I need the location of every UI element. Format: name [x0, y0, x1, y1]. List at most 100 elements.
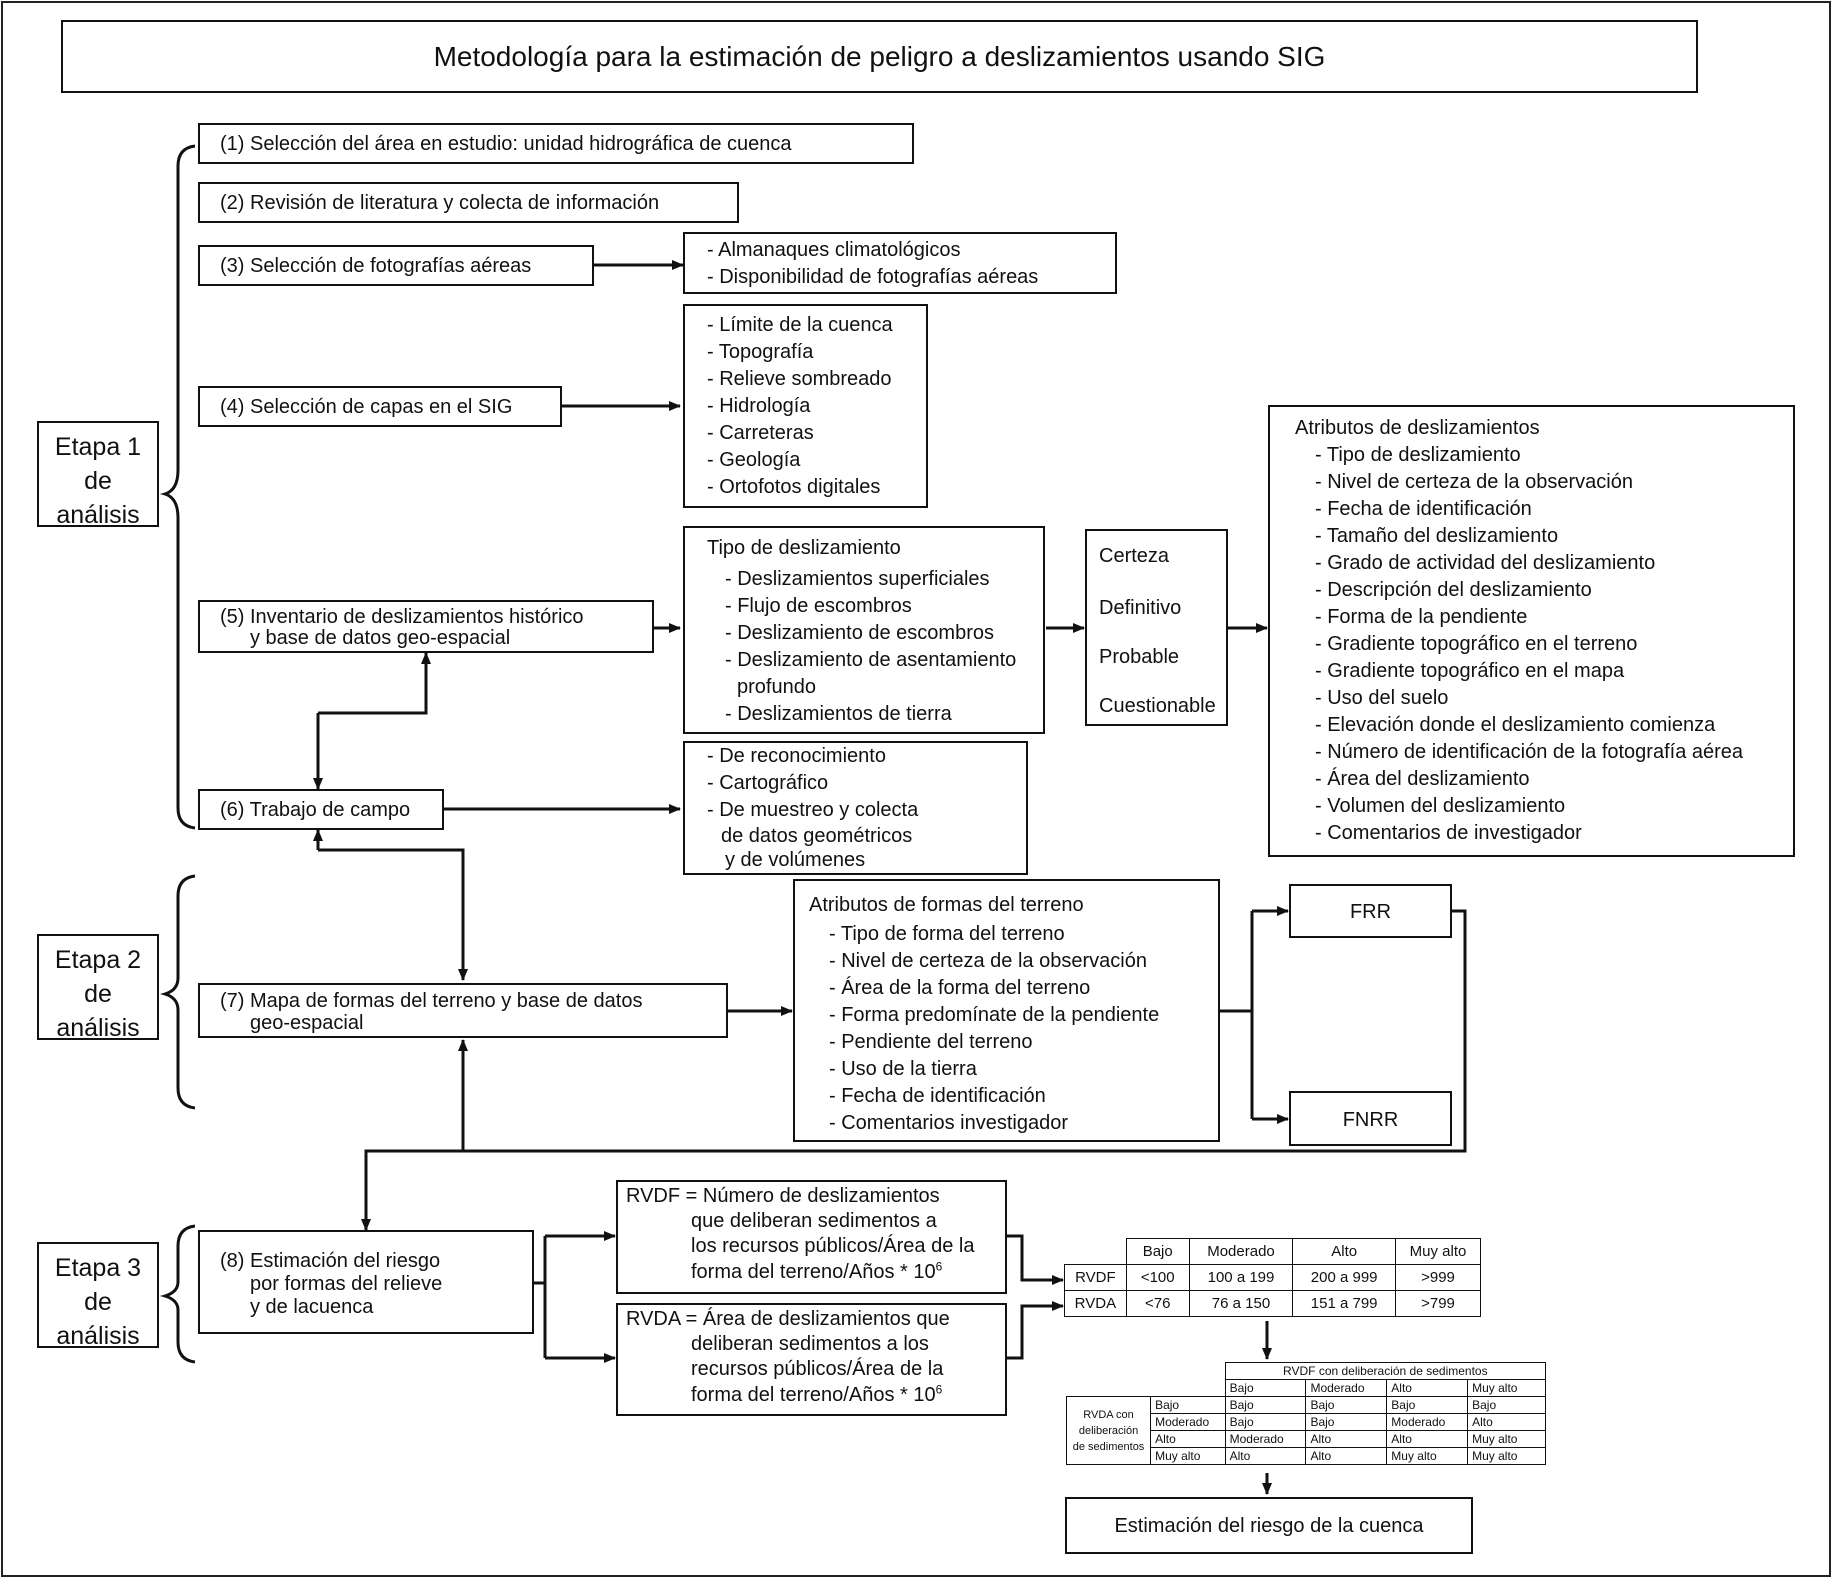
fnrr-box: FNRR [1289, 1091, 1452, 1146]
table-cell: RVDF [1064, 1264, 1127, 1291]
step-1-box: (1) Selección del área en estudio: unida… [198, 123, 914, 164]
arrow-rvda-to-table [1006, 1301, 1064, 1360]
list-item: - Grado de actividad del deslizamiento [1315, 552, 1656, 574]
rvda-formula-box: RVDA = Área de deslizamientos que delibe… [616, 1303, 1007, 1416]
stage-1-line-1: Etapa 1 [54, 433, 142, 461]
step-7-box: (7) Mapa de formas del terreno y base de… [198, 983, 728, 1038]
list-item: - Topografía [707, 341, 814, 363]
stage-2-line-3: análisis [56, 1014, 140, 1042]
arrow-rvdf-to-table [1006, 1234, 1064, 1285]
table-row: RVDF <100 100 a 199 200 a 999 >999 [1064, 1264, 1481, 1291]
list-item: - Fecha de identificación [1315, 498, 1532, 520]
landform-attributes-title: Atributos de formas del terreno [809, 894, 1084, 916]
table-row: Bajo Moderado Alto Muy alto [1067, 1379, 1546, 1397]
matrix-column-title: RVDF con deliberación de sedimentos [1224, 1362, 1547, 1380]
list-item: - Hidrología [707, 395, 811, 417]
matrix-cell: Alto [1467, 1413, 1546, 1431]
matrix-cell: Bajo [1305, 1396, 1388, 1414]
photo-sources-list: - Almanaques climatológicos - Disponibil… [707, 237, 1038, 291]
rvdf-formula-box: RVDF = Número de deslizamientos que deli… [616, 1180, 1007, 1294]
landslide-attributes-list: - Tipo de deslizamiento - Nivel de certe… [1315, 442, 1743, 847]
matrix-row-title-line: RVDA con [1083, 1408, 1134, 1421]
step-5-line-1: (5) Inventario de deslizamientos históri… [220, 606, 584, 628]
list-item: - Nivel de certeza de la observación [1315, 471, 1633, 493]
list-item: - Almanaques climatológicos [707, 239, 961, 261]
list-item: - Número de identificación de la fotogra… [1315, 741, 1744, 763]
list-item: - Uso de la tierra [829, 1058, 977, 1080]
list-item: - Descripción del deslizamiento [1315, 579, 1592, 601]
list-item: - Uso del suelo [1315, 687, 1449, 709]
list-item: - Límite de la cuenca [707, 314, 893, 336]
matrix-cell: Alto [1386, 1430, 1469, 1448]
stage-1-line-2: de [84, 467, 112, 495]
matrix-cell: Bajo [1224, 1396, 1307, 1414]
matrix-col-header: Muy alto [1467, 1379, 1546, 1397]
classification-table: Bajo Moderado Alto Muy alto RVDF <100 10… [1064, 1238, 1481, 1317]
list-item: - Área del deslizamiento [1315, 768, 1530, 790]
table-row: Bajo Moderado Alto Muy alto [1065, 1238, 1481, 1265]
fnrr-label: FNRR [1342, 1109, 1399, 1131]
final-output-box: Estimación del riesgo de la cuenca [1065, 1497, 1473, 1554]
landslide-attributes-title: Atributos de deslizamientos [1295, 417, 1540, 439]
landform-attributes-box: Atributos de formas del terreno - Tipo d… [793, 879, 1220, 1142]
matrix-blank [1150, 1379, 1226, 1397]
certainty-questionable: Cuestionable [1099, 695, 1216, 717]
list-item: - Fecha de identificación [829, 1085, 1046, 1107]
matrix-cell: Bajo [1305, 1413, 1388, 1431]
list-item: - Geología [707, 449, 801, 471]
rvda-line-4-text: forma del terreno/Años * 10 [691, 1384, 936, 1406]
frr-label: FRR [1349, 901, 1392, 923]
matrix-cell: Alto [1305, 1447, 1388, 1465]
stage-1-label: Etapa 1 de análisis [37, 421, 159, 529]
step-4-label: (4) Selección de capas en el SIG [220, 396, 513, 418]
step-8-line-1: (8) Estimación del riesgo [220, 1250, 441, 1272]
arrow-6-to-7 [318, 848, 468, 981]
photo-sources-box: - Almanaques climatológicos - Disponibil… [683, 232, 1117, 294]
matrix-blank [1067, 1380, 1151, 1397]
step-5-line-2: y base de datos geo-espacial [250, 627, 511, 649]
list-item: - Deslizamientos de tierra [725, 703, 952, 725]
rvda-line-4: forma del terreno/Años * 106 [691, 1383, 942, 1407]
rvdf-line-3: los recursos públicos/Área de la [691, 1235, 975, 1257]
table-cell: >799 [1395, 1290, 1481, 1317]
table-header: Muy alto [1395, 1238, 1481, 1265]
list-item: - Gradiente topográfico en el mapa [1315, 660, 1625, 682]
stage-3-line-1: Etapa 3 [54, 1254, 142, 1282]
stage-2-line-2: de [84, 980, 112, 1008]
certainty-definitive: Definitivo [1099, 597, 1182, 619]
step-7-line-1: (7) Mapa de formas del terreno y base de… [220, 990, 643, 1012]
rvdf-line-1: RVDF = Número de deslizamientos [626, 1185, 940, 1207]
rvdf-line-4: forma del terreno/Años * 106 [691, 1260, 942, 1284]
list-item: - Pendiente del terreno [829, 1031, 1033, 1053]
stage-3-label: Etapa 3 de análisis [37, 1242, 159, 1350]
gis-layers-list: - Límite de la cuenca - Topografía - Rel… [707, 312, 893, 501]
certainty-probable: Probable [1099, 646, 1180, 668]
landslide-types-box: Tipo de deslizamiento - Deslizamientos s… [683, 526, 1045, 734]
step-2-label: (2) Revisión de literatura y colecta de … [220, 192, 660, 214]
matrix-cell: Moderado [1224, 1430, 1307, 1448]
list-item: - Tipo de deslizamiento [1315, 444, 1521, 466]
rvdf-line-4-text: forma del terreno/Años * 10 [691, 1261, 936, 1283]
table-header: Alto [1292, 1238, 1396, 1265]
rvda-line-2: deliberan sedimentos a los [691, 1333, 929, 1355]
step-4-box: (4) Selección de capas en el SIG [198, 386, 562, 427]
step-8-line-2: por formas del relieve [250, 1273, 443, 1295]
step-1-label: (1) Selección del área en estudio: unida… [220, 133, 792, 155]
list-item: - Flujo de escombros [725, 595, 912, 617]
fieldwork-types-list: - De reconocimiento - Cartográfico - De … [707, 743, 918, 872]
list-item: - Deslizamientos superficiales [725, 568, 990, 590]
matrix-cell: Moderado [1386, 1413, 1469, 1431]
matrix-col-header: Bajo [1224, 1379, 1307, 1397]
table-cell: RVDA [1064, 1290, 1127, 1317]
stage3-brace [159, 1224, 196, 1364]
fieldwork-types-box: - De reconocimiento - Cartográfico - De … [683, 741, 1028, 875]
page-title: Metodología para la estimación de peligr… [433, 41, 1326, 72]
list-item: profundo [737, 676, 816, 698]
list-item: - Ortofotos digitales [707, 476, 881, 498]
matrix-cell: Muy alto [1467, 1447, 1546, 1465]
rvda-line-3: recursos públicos/Área de la [691, 1358, 944, 1380]
matrix-row-title-line: deliberación [1078, 1424, 1139, 1437]
list-item: - Tipo de forma del terreno [829, 923, 1065, 945]
step-3-label: (3) Selección de fotografías aéreas [220, 255, 532, 277]
matrix-cell: Muy alto [1386, 1447, 1469, 1465]
